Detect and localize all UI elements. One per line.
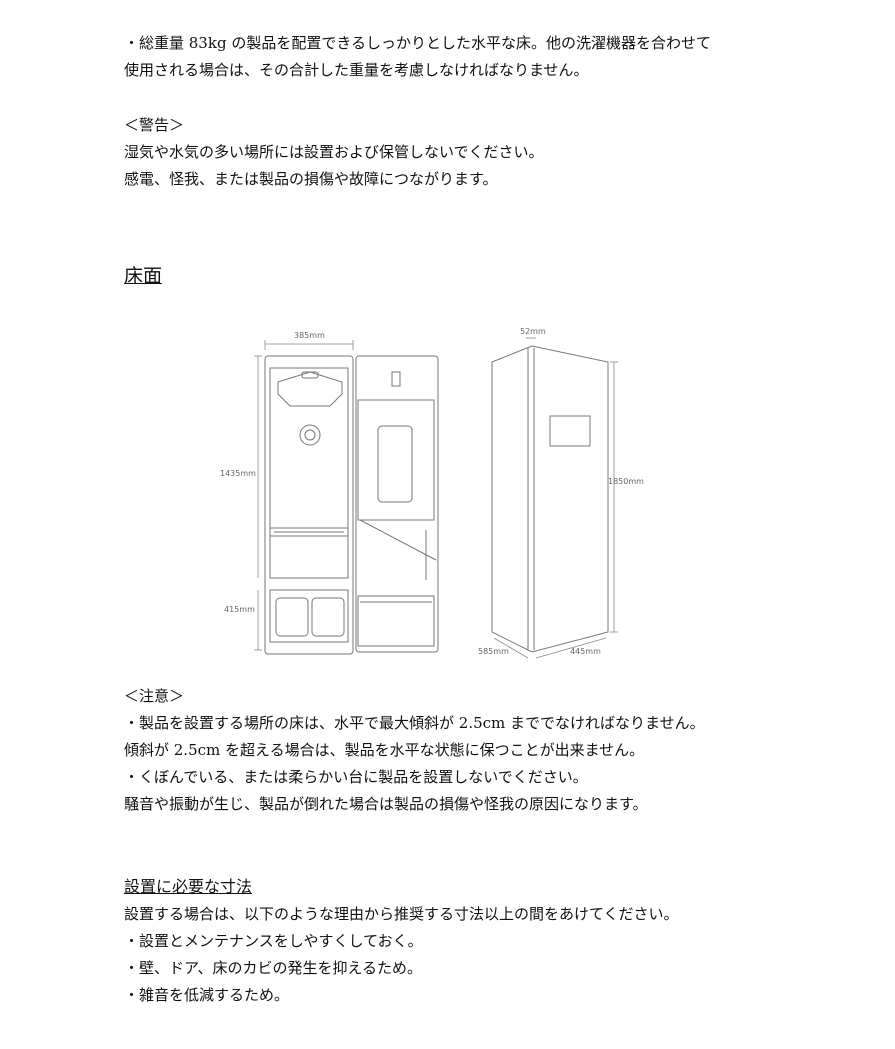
caution-line-1: ・製品を設置する場所の床は、水平で最大傾斜が 2.5cm まででなければなりませ… [124, 714, 705, 732]
drawer-right [311, 597, 345, 637]
clearance-line-4: ・雑音を低減するため。 [124, 986, 290, 1004]
floor-heading: 床面 [124, 265, 163, 287]
dim-585mm: 585mm [478, 647, 509, 656]
side-panel [549, 415, 591, 447]
warning-line-1: 湿気や水気の多い場所には設置および保管しないでください。 [124, 143, 544, 161]
clearance-line-1: 設置する場合は、以下のような理由から推奨する寸法以上の間をあけてください。 [124, 905, 679, 923]
clearance-line-2: ・設置とメンテナンスをしやすくしておく。 [124, 932, 423, 950]
caution-title: ＜注意＞ [124, 687, 185, 705]
door-outline [355, 355, 439, 653]
caution-line-2: 傾斜が 2.5cm を超える場合は、製品を水平な状態に保つことが出来ません。 [124, 741, 645, 759]
door-window [377, 425, 413, 503]
intro-line-2: 使用される場合は、その合計した重量を考慮しなければなりません。 [124, 61, 589, 79]
dim-385mm: 385mm [294, 331, 325, 340]
clearance-line-3: ・壁、ドア、床のカビの発生を抑えるため。 [124, 959, 423, 977]
drawer-left [275, 597, 309, 637]
dim-415mm: 415mm [224, 605, 255, 614]
intro-line-1: ・総重量 83kg の製品を配置できるしっかりとした水平な床。他の洗濯機器を合わ… [124, 34, 712, 52]
caution-line-4: 騒音や振動が生じ、製品が倒れた場合は製品の損傷や怪我の原因になります。 [124, 795, 648, 813]
caution-line-3: ・くぼんでいる、または柔らかい台に製品を設置しないでください。 [124, 768, 588, 786]
dim-1850mm: 1850mm [608, 477, 644, 486]
hanger-shape [277, 371, 343, 407]
dimension-diagram: 385mm 1435mm 415mm 52mm 1850mm 585mm 445… [220, 327, 644, 659]
dial-knob [299, 424, 321, 446]
warning-line-2: 感電、怪我、または製品の損傷や故障につながります。 [124, 170, 498, 188]
clearance-heading: 設置に必要な寸法 [124, 877, 253, 896]
dim-52mm: 52mm [520, 327, 546, 336]
dim-1435mm: 1435mm [220, 469, 256, 478]
cabinet-body-outline [264, 355, 354, 655]
dim-445mm: 445mm [570, 647, 601, 656]
side-view-outline [491, 345, 609, 653]
warning-title: ＜警告＞ [124, 116, 185, 134]
